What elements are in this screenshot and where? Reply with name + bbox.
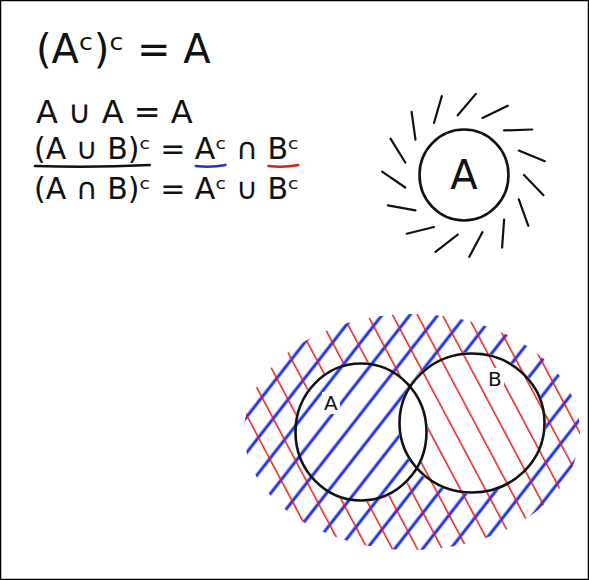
hatch-tick <box>391 139 406 163</box>
set-identity: (Aᶜ)ᶜ = A <box>36 26 211 72</box>
hatch-tick <box>519 199 529 225</box>
hatch-tick <box>469 232 482 257</box>
hatch-tick <box>483 106 508 118</box>
hatch-tick <box>412 112 416 140</box>
hatch-tick <box>502 220 504 248</box>
hatch-tick <box>388 205 416 210</box>
hatch-tick <box>524 175 544 195</box>
set-circle: A <box>418 128 510 222</box>
set-identity: (A ∩ B)ᶜ = Aᶜ ∪ Bᶜ <box>34 172 299 207</box>
hatch-tick <box>519 151 545 162</box>
venn-circle: A <box>294 362 428 502</box>
circle-outline <box>398 352 546 494</box>
set-identity: A ∪ A = A <box>36 94 193 131</box>
hatch-tick <box>407 227 434 234</box>
set-name: A <box>322 392 340 414</box>
hatch-tick <box>434 96 442 123</box>
red-hatch <box>230 300 589 570</box>
venn-circle: B <box>398 352 546 494</box>
hatch-tick <box>436 235 458 252</box>
blue-hatch <box>230 300 589 570</box>
hatch-tick <box>458 94 476 115</box>
hatch-tick <box>382 172 405 188</box>
circle-outline <box>294 362 428 502</box>
set-identity: (A ∪ B)ᶜ = Aᶜ ∩ Bᶜ <box>34 132 299 167</box>
hatch-tick <box>504 128 532 131</box>
set-name: A <box>448 153 479 197</box>
set-name: B <box>486 368 504 390</box>
